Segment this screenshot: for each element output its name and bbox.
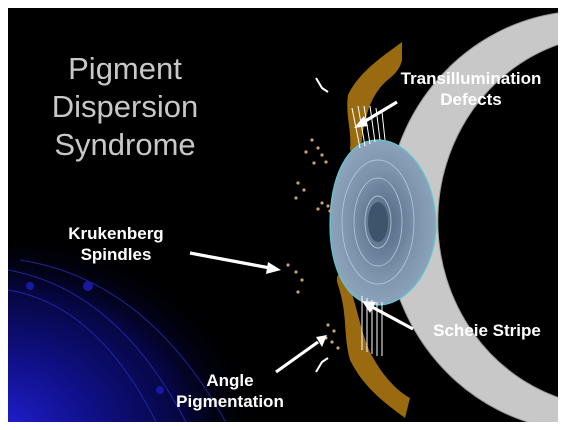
- label-line: Pigmentation: [150, 391, 310, 412]
- label-line: Krukenberg: [46, 223, 186, 244]
- label-scheie-stripe: Scheie Stripe: [417, 320, 557, 341]
- label-line: Transillumination: [385, 68, 557, 89]
- label-transillumination-defects: Transillumination Defects: [385, 68, 557, 110]
- label-line: Defects: [385, 89, 557, 110]
- title-line: Dispersion: [30, 88, 220, 126]
- label-line: Scheie Stripe: [417, 320, 557, 341]
- slide-title: Pigment Dispersion Syndrome: [30, 50, 220, 164]
- label-line: Spindles: [46, 244, 186, 265]
- label-krukenberg-spindles: Krukenberg Spindles: [46, 223, 186, 265]
- angle-marks: [316, 78, 328, 372]
- title-line: Pigment: [30, 50, 220, 88]
- title-line: Syndrome: [30, 126, 220, 164]
- label-angle-pigmentation: Angle Pigmentation: [150, 370, 310, 412]
- lens-nucleus: [368, 202, 388, 242]
- label-line: Angle: [150, 370, 310, 391]
